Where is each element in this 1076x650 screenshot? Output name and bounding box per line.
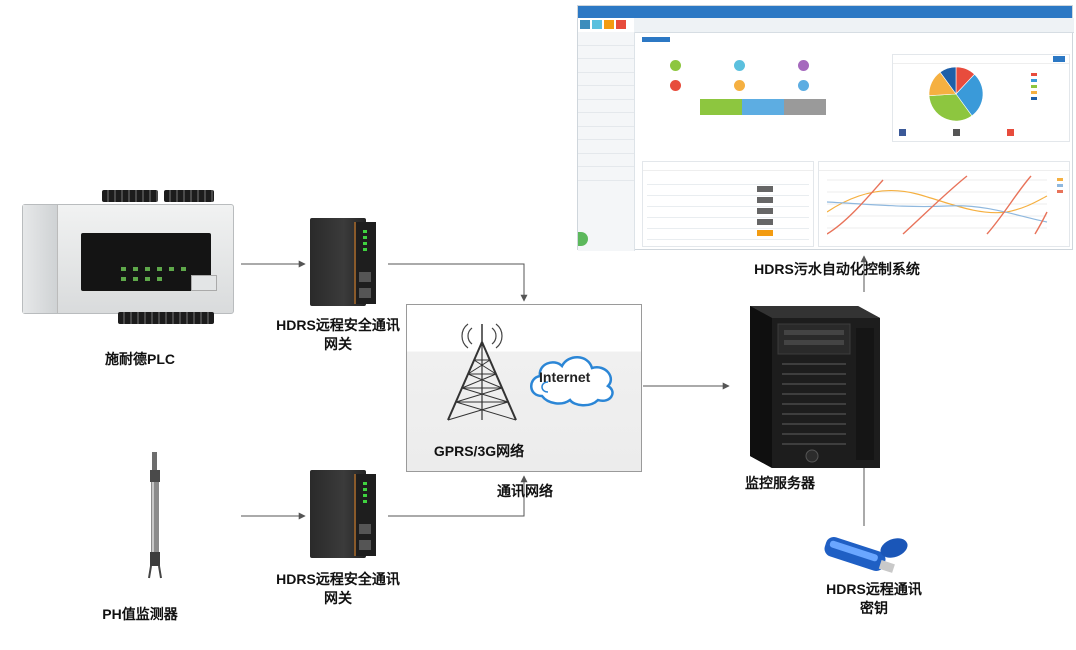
system-screenshot [577,5,1074,251]
pie-pane [892,54,1070,142]
cloud-icon [530,356,614,407]
plc-label: 施耐德PLC [105,351,175,367]
system-label: HDRS污水自动化控制系统 [754,261,920,277]
gateway-label-bottom: HDRS远程安全通讯 网关 [276,571,400,606]
tower-icon [447,323,517,421]
gprs-label: GPRS/3G网络 [433,443,525,459]
key-label: HDRS远程通讯 密钥 [826,581,922,616]
table-pane [642,161,814,247]
ph-monitor-label: PH值监测器 [102,606,178,622]
network-label: 通讯网络 [497,483,553,499]
gateway-device-top [310,218,376,308]
ph-sensor [148,452,162,579]
plc-device [22,190,234,326]
line-chart-pane [818,161,1070,247]
server-label: 监控服务器 [745,475,815,491]
pie-slice [939,66,957,95]
pie-slice [928,93,973,122]
usb-key-icon [824,536,908,573]
gateway-label-top: HDRS远程安全通讯 网关 [276,317,400,352]
server-tower [750,306,880,468]
arrow-gateway-to-network-top [388,263,528,302]
screenshot-titlebar [578,6,1072,18]
gateway-device-bottom [310,470,376,560]
internet-label: Internet [539,369,591,385]
trend-chart [827,175,1048,235]
pie-chart [928,66,984,122]
pie-slice [955,73,984,117]
screenshot-sidebar [578,32,635,251]
arrow-gateway-to-network-bottom [388,475,528,517]
